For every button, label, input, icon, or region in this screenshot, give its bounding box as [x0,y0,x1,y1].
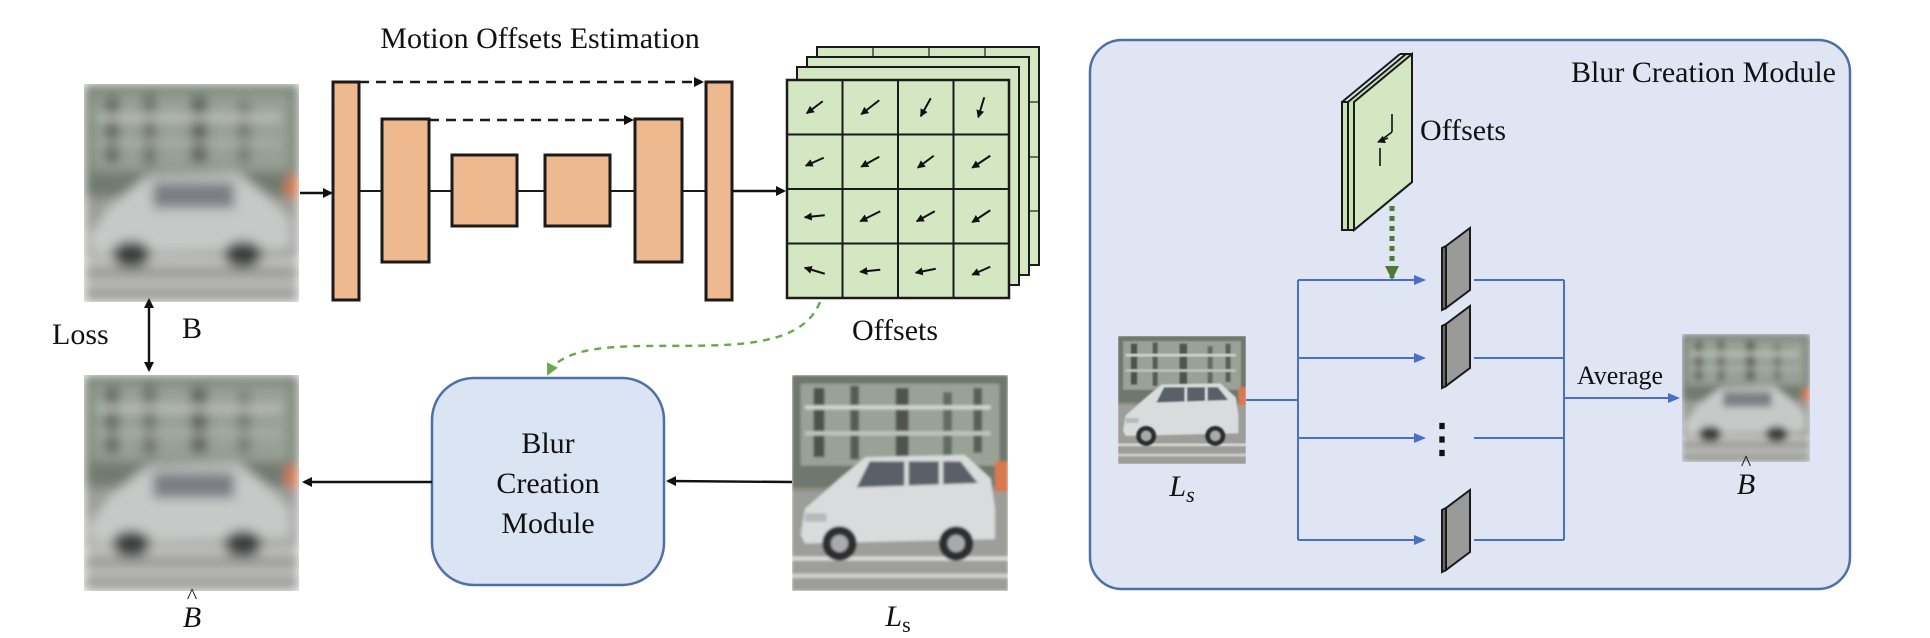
offsets-label: Offsets [852,314,938,347]
offset-arrow-glyph [919,97,932,118]
unet-block-6 [704,80,734,302]
unet-block-3 [450,153,519,228]
offset-arrow-glyph [971,154,991,169]
kernel-plate-icon [1441,226,1471,312]
offset-arrow-glyph [803,212,825,221]
offset-arrow-glyph [976,96,986,119]
arrow-sharp-to-module [666,476,793,487]
offset-arrow-glyph [804,156,825,167]
offset-arrow-glyph [805,100,824,115]
kernel-plate-icon [1441,304,1471,390]
panel-output-label: B [1737,468,1755,501]
panel-output-image [1682,334,1810,462]
offset-arrow-glyph [971,209,991,224]
output-label-hat: ^ [187,583,198,608]
output-label: B [183,601,201,634]
offset-grid-stack [785,46,1040,300]
sharp-input-image [792,375,1008,591]
branch-lines [1246,275,1680,545]
panel-output-label-hat: ^ [1741,450,1752,475]
unet-block-4 [543,153,612,228]
offset-arrow-glyph [971,265,991,276]
encoder-title: Motion Offsets Estimation [380,22,699,55]
offsets-to-module-connector [546,301,822,376]
offset-arrows-icon [803,96,991,276]
sharp-input-label: Ls [884,600,910,637]
blurred-input-label: B [182,312,202,345]
unet-block-1 [331,80,361,302]
reconstructed-blur-image [84,375,299,591]
panel-offsets-label: Offsets [1420,114,1506,147]
average-label: Average [1577,361,1663,390]
offset-arrow-glyph [859,210,881,223]
unet-block-5 [633,117,684,264]
blurred-input-image [84,84,299,302]
module-line-1: Blur [521,427,574,460]
unet-block-2 [380,117,431,264]
module-line-2: Creation [496,467,599,500]
offsets-plate-icon [1341,51,1413,233]
offset-arrow-glyph [915,210,936,223]
ellipsis-icon: ⋮ [1422,416,1462,461]
panel-input-image [1118,336,1246,464]
loss-label: Loss [52,318,109,351]
panel-title: Blur Creation Module [1571,56,1836,89]
offset-arrow-glyph [859,267,881,276]
module-line-3: Module [501,507,594,540]
kernel-plates [1441,226,1471,574]
kernel-plate-icon [1441,488,1471,574]
offset-arrow-glyph [803,265,826,275]
offset-arrow-glyph [860,155,880,168]
offset-arrow-glyph [860,99,880,116]
panel-input-label: Ls [1168,470,1194,507]
offset-arrow-glyph [916,154,935,169]
unet-encoder-decoder [331,80,734,302]
offset-arrow-glyph [914,267,936,276]
